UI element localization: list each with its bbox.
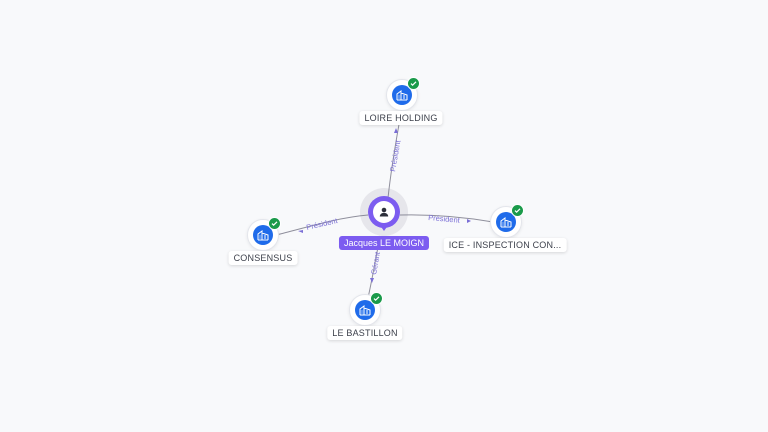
company-node-loire-holding[interactable] <box>386 77 420 111</box>
arrow-ice <box>467 219 471 223</box>
edge-label-consensus: Président <box>305 216 339 232</box>
company-label-consensus[interactable]: CONSENSUS <box>228 251 298 265</box>
user-icon <box>373 201 395 223</box>
person-name-label[interactable]: Jacques LE MOIGN <box>338 236 430 250</box>
company-label-ice[interactable]: ICE - INSPECTION CON... <box>443 238 567 252</box>
building-icon <box>392 85 412 105</box>
verified-check-icon <box>268 217 281 230</box>
building-icon <box>496 212 516 232</box>
arrow-consensus <box>298 230 303 233</box>
edge-label-le-bastillon: Gérant <box>369 250 382 275</box>
edge-ice <box>399 214 494 223</box>
company-label-loire-holding[interactable]: LOIRE HOLDING <box>359 111 443 125</box>
verified-check-icon <box>370 292 383 305</box>
edge-label-ice: Président <box>428 213 461 225</box>
building-icon <box>253 225 273 245</box>
company-node-le-bastillon[interactable] <box>349 292 383 326</box>
edge-consensus <box>275 214 369 236</box>
person-node[interactable] <box>368 196 400 231</box>
company-node-ice[interactable] <box>490 204 524 238</box>
building-icon <box>355 300 375 320</box>
verified-check-icon <box>407 77 420 90</box>
arrow-loire-holding <box>394 128 398 133</box>
company-label-le-bastillon[interactable]: LE BASTILLON <box>327 326 403 340</box>
arrow-le-bastillon <box>370 278 374 283</box>
verified-check-icon <box>511 204 524 217</box>
edge-label-loire-holding: Président <box>388 139 403 173</box>
company-node-consensus[interactable] <box>247 217 281 251</box>
